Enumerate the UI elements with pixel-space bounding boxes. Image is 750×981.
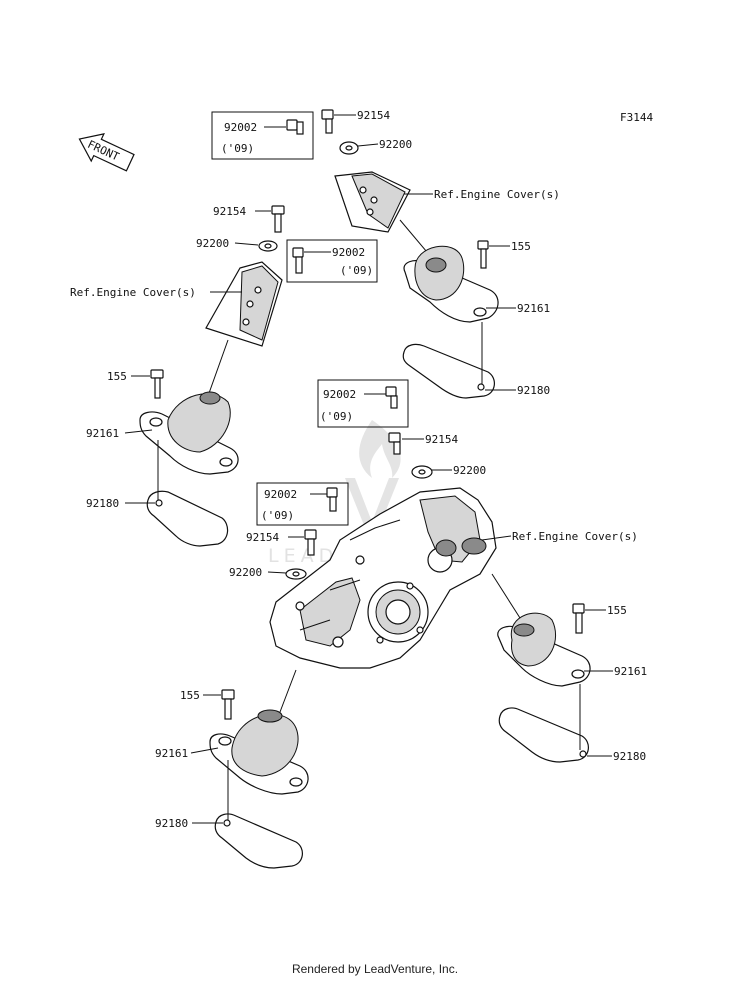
part-label-155: 155 bbox=[180, 689, 200, 702]
part-label-92200: 92200 bbox=[379, 138, 412, 151]
mount-gasket-plate bbox=[498, 707, 589, 763]
washer-icon bbox=[285, 568, 307, 580]
footer-credit: Rendered by LeadVenture, Inc. bbox=[291, 962, 459, 976]
part-label-92161: 92161 bbox=[86, 427, 119, 440]
bolt-icon bbox=[388, 432, 401, 455]
front-left-mount-group: 92154 92200 Ref.Engine Cover(s) 155 bbox=[70, 205, 285, 547]
rear-right-mount-lower-group: 155 92161 92180 bbox=[497, 603, 647, 763]
ref-engine-cover-label: Ref.Engine Cover(s) bbox=[512, 530, 638, 543]
diagram-id: F3144 bbox=[620, 111, 653, 124]
part-label-92161: 92161 bbox=[614, 665, 647, 678]
mount-gasket-plate bbox=[146, 490, 229, 547]
rear-left-mount-lower-group: 155 92161 92180 bbox=[155, 689, 309, 869]
part-label-92002: 92002 bbox=[224, 121, 257, 134]
bolt-icon bbox=[286, 119, 304, 135]
part-label-92180: 92180 bbox=[517, 384, 550, 397]
year-note-box bbox=[211, 111, 314, 160]
washer-icon bbox=[411, 465, 433, 479]
part-label-92002: 92002 bbox=[332, 246, 365, 259]
bolt-icon bbox=[477, 240, 489, 269]
part-label-92154: 92154 bbox=[425, 433, 458, 446]
bolt-icon bbox=[326, 487, 338, 512]
rubber-engine-mount bbox=[209, 709, 309, 795]
part-label-92180: 92180 bbox=[155, 817, 188, 830]
bolt-icon bbox=[221, 689, 235, 720]
washer-icon bbox=[258, 240, 278, 252]
mount-gasket-plate bbox=[214, 813, 303, 869]
part-label-92154: 92154 bbox=[246, 531, 279, 544]
part-label-92161: 92161 bbox=[155, 747, 188, 760]
bolt-icon bbox=[385, 386, 398, 409]
year-note-box bbox=[317, 379, 409, 428]
year-note: ('09) bbox=[261, 509, 294, 522]
part-label-92002: 92002 bbox=[323, 388, 356, 401]
year-note-box bbox=[286, 239, 378, 283]
part-label-92002: 92002 bbox=[264, 488, 297, 501]
front-right-mount-group: 92002 ('09) 92154 92200 Ref.Engine Cover… bbox=[211, 109, 560, 399]
year-note: ('09) bbox=[221, 142, 254, 155]
part-label-92161: 92161 bbox=[517, 302, 550, 315]
engine-mount-bracket bbox=[205, 261, 283, 347]
ref-engine-cover-label: Ref.Engine Cover(s) bbox=[434, 188, 560, 201]
engine-mount-bracket bbox=[334, 171, 411, 233]
rear-right-mount-group: 92002 ('09) 92154 92200 bbox=[317, 379, 486, 479]
part-label-92200: 92200 bbox=[229, 566, 262, 579]
bolt-icon bbox=[304, 529, 317, 556]
rear-left-hardware-group: 92002 ('09) 92154 92200 bbox=[229, 482, 349, 580]
part-label-155: 155 bbox=[511, 240, 531, 253]
bolt-icon bbox=[321, 109, 334, 134]
part-label-92200: 92200 bbox=[453, 464, 486, 477]
part-label-155: 155 bbox=[607, 604, 627, 617]
bolt-icon bbox=[572, 603, 585, 634]
rubber-engine-mount bbox=[497, 612, 591, 687]
bolt-icon bbox=[150, 369, 164, 399]
part-label-92180: 92180 bbox=[613, 750, 646, 763]
bolt-icon bbox=[292, 247, 304, 274]
front-arrow-icon: FRONT bbox=[78, 133, 135, 172]
year-note-box bbox=[256, 482, 349, 526]
part-label-155: 155 bbox=[107, 370, 127, 383]
rubber-engine-mount bbox=[139, 391, 239, 475]
engine-case-housing bbox=[269, 487, 497, 669]
year-note: ('09) bbox=[340, 264, 373, 277]
part-label-92180: 92180 bbox=[86, 497, 119, 510]
rubber-engine-mount bbox=[403, 245, 499, 323]
mount-gasket-plate bbox=[402, 343, 495, 399]
bolt-icon bbox=[271, 205, 285, 233]
part-label-92200: 92200 bbox=[196, 237, 229, 250]
part-label-92154: 92154 bbox=[213, 205, 246, 218]
year-note: ('09) bbox=[320, 410, 353, 423]
part-label-92154: 92154 bbox=[357, 109, 390, 122]
ref-engine-cover-label: Ref.Engine Cover(s) bbox=[70, 286, 196, 299]
washer-icon bbox=[339, 141, 359, 155]
